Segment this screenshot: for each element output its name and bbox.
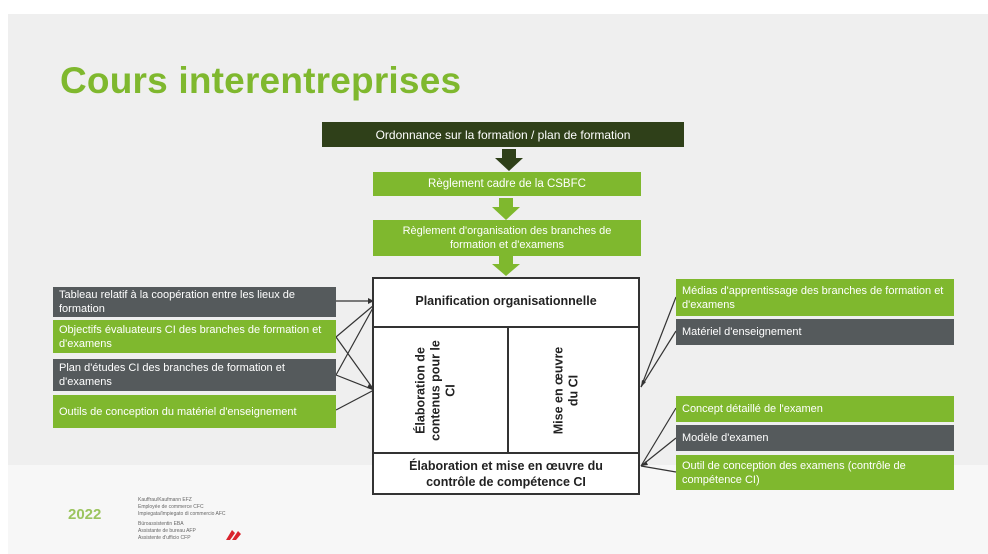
left-input-cooperation: Tableau relatif à la coopération entre l… xyxy=(53,287,336,317)
flow-step1-box: Règlement cadre de la CSBFC xyxy=(373,172,641,196)
left-input-study-plan: Plan d'études CI des branches de formati… xyxy=(53,359,336,391)
right-output-teaching-material: Matériel d'enseignement xyxy=(676,319,954,345)
control-label: Élaboration et mise en œuvre du contrôle… xyxy=(409,459,603,489)
right-output-label: Modèle d'examen xyxy=(682,432,769,444)
top-margin xyxy=(0,0,988,14)
implementation-label: Mise en œuvre du CI xyxy=(551,346,581,435)
left-input-objectives: Objectifs évaluateurs CI des branches de… xyxy=(53,320,336,353)
central-process-frame: Planification organisationnelle Élaborat… xyxy=(372,277,640,495)
slide-title: Cours interentreprises xyxy=(60,60,462,101)
footer-line: Kauffrau/Kaufmann EFZ xyxy=(138,497,192,503)
footer-line: Impiegata/Impiegato di commercio AFC xyxy=(138,511,226,517)
flow-step1-label: Règlement cadre de la CSBFC xyxy=(428,178,586,190)
left-input-label: Plan d'études CI des branches de formati… xyxy=(59,362,285,388)
flow-step2-box: Règlement d'organisation des branches de… xyxy=(373,220,641,256)
control-box: Élaboration et mise en œuvre du contrôle… xyxy=(374,452,638,495)
left-input-label: Objectifs évaluateurs CI des branches de… xyxy=(59,323,322,350)
left-input-label: Tableau relatif à la coopération entre l… xyxy=(59,289,296,315)
footer-text: Kauffrau/Kaufmann EFZ Employée de commer… xyxy=(138,497,268,542)
implementation-box: Mise en œuvre du CI xyxy=(509,328,638,452)
elaboration-box: Élaboration de contenus pour le CI xyxy=(374,328,509,452)
left-input-tools: Outils de conception du matériel d'ensei… xyxy=(53,395,336,428)
left-margin xyxy=(0,0,8,554)
right-output-label: Médias d'apprentissage des branches de f… xyxy=(682,284,944,311)
right-output-exam-model: Modèle d'examen xyxy=(676,425,954,451)
planning-label: Planification organisationnelle xyxy=(415,294,597,308)
arrow-down-icon xyxy=(495,149,523,171)
right-output-exam-tool: Outil de conception des examens (contrôl… xyxy=(676,455,954,490)
flow-step2-label: Règlement d'organisation des branches de… xyxy=(402,225,612,251)
arrow-down-icon xyxy=(492,198,520,220)
left-input-label: Outils de conception du matériel d'ensei… xyxy=(59,405,297,418)
arrow-down-icon xyxy=(492,256,520,276)
flow-top-box: Ordonnance sur la formation / plan de fo… xyxy=(322,122,684,147)
right-output-label: Matériel d'enseignement xyxy=(682,326,802,338)
footer-line: Assistente d'ufficio CFP xyxy=(138,535,191,541)
footer-line: Assistante de bureau AFP xyxy=(138,528,196,534)
flow-top-label: Ordonnance sur la formation / plan de fo… xyxy=(375,127,631,142)
brand-logo-icon xyxy=(226,530,241,540)
right-output-media: Médias d'apprentissage des branches de f… xyxy=(676,279,954,316)
elaboration-label: Élaboration de contenus pour le CI xyxy=(413,340,458,441)
right-output-exam-concept: Concept détaillé de l'examen xyxy=(676,396,954,422)
footer-line: Employée de commerce CFC xyxy=(138,504,204,510)
footer-year: 2022 xyxy=(68,506,102,523)
right-output-label: Concept détaillé de l'examen xyxy=(682,403,823,415)
right-output-label: Outil de conception des examens (contrôl… xyxy=(682,459,906,486)
planning-box: Planification organisationnelle xyxy=(374,279,638,328)
footer-line: Büroassistentin EBA xyxy=(138,521,184,527)
